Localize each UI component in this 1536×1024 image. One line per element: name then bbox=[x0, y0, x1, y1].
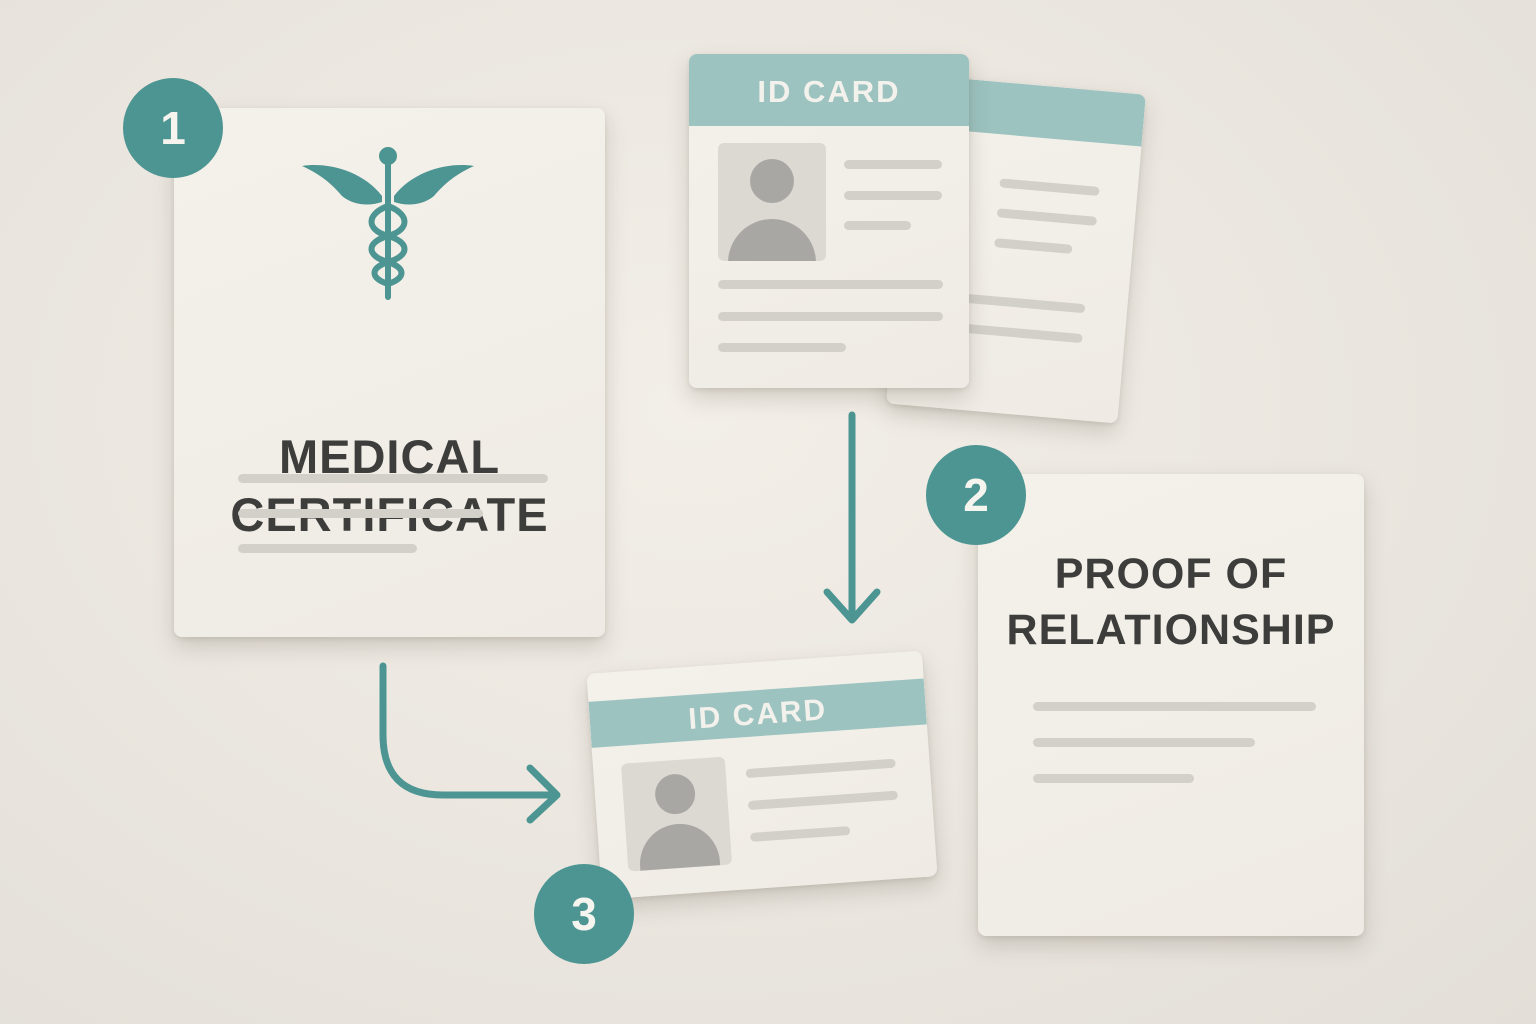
id-card-top: ID CARD bbox=[689, 54, 969, 388]
caduceus-icon bbox=[302, 147, 474, 300]
id-card-bottom: ID CARD bbox=[586, 650, 938, 900]
proof-title-line1: PROOF OF bbox=[1054, 550, 1288, 598]
person-icon-head bbox=[750, 159, 794, 203]
text-line bbox=[238, 474, 548, 483]
text-line bbox=[996, 208, 1098, 226]
text-line bbox=[994, 238, 1073, 254]
text-line bbox=[238, 544, 417, 553]
id-photo-placeholder bbox=[718, 143, 826, 261]
text-line bbox=[844, 191, 942, 200]
text-line bbox=[718, 280, 943, 289]
text-line bbox=[718, 343, 846, 352]
arrow-certificate-to-id-card bbox=[379, 662, 561, 824]
text-line bbox=[965, 293, 1086, 314]
id-card-bottom-band: ID CARD bbox=[588, 678, 927, 748]
id-photo-placeholder bbox=[620, 756, 733, 872]
id-card-top-band: ID CARD bbox=[689, 54, 969, 126]
text-line bbox=[747, 790, 899, 811]
proof-of-relationship-title: PROOF OF RELATIONSHIP bbox=[978, 546, 1364, 658]
arrow-id-card-to-id-card bbox=[823, 411, 881, 624]
person-icon-body bbox=[637, 821, 721, 872]
text-line bbox=[1033, 702, 1316, 711]
text-line bbox=[745, 758, 896, 779]
person-icon-head bbox=[653, 772, 697, 816]
proof-of-relationship-document: PROOF OF RELATIONSHIP bbox=[978, 474, 1364, 936]
step-badge-2: 2 bbox=[926, 445, 1026, 545]
text-line bbox=[962, 323, 1083, 344]
text-line bbox=[844, 160, 942, 169]
id-card-top-label: ID CARD bbox=[757, 74, 901, 109]
medical-certificate-document: MEDICAL CERTIFICATE bbox=[174, 108, 605, 637]
person-icon-body bbox=[728, 219, 816, 261]
text-line bbox=[844, 221, 911, 230]
medical-certificate-title: MEDICAL CERTIFICATE bbox=[174, 428, 605, 544]
id-card-bottom-label: ID CARD bbox=[687, 693, 829, 736]
proof-title-line2: RELATIONSHIP bbox=[1006, 606, 1336, 654]
step-badge-3: 3 bbox=[534, 864, 634, 964]
step-badge-1: 1 bbox=[123, 78, 223, 178]
text-line bbox=[1033, 738, 1255, 747]
text-line bbox=[999, 178, 1100, 197]
text-line bbox=[718, 312, 943, 321]
text-line bbox=[238, 509, 483, 518]
text-line bbox=[1033, 774, 1194, 783]
text-line bbox=[750, 826, 851, 842]
